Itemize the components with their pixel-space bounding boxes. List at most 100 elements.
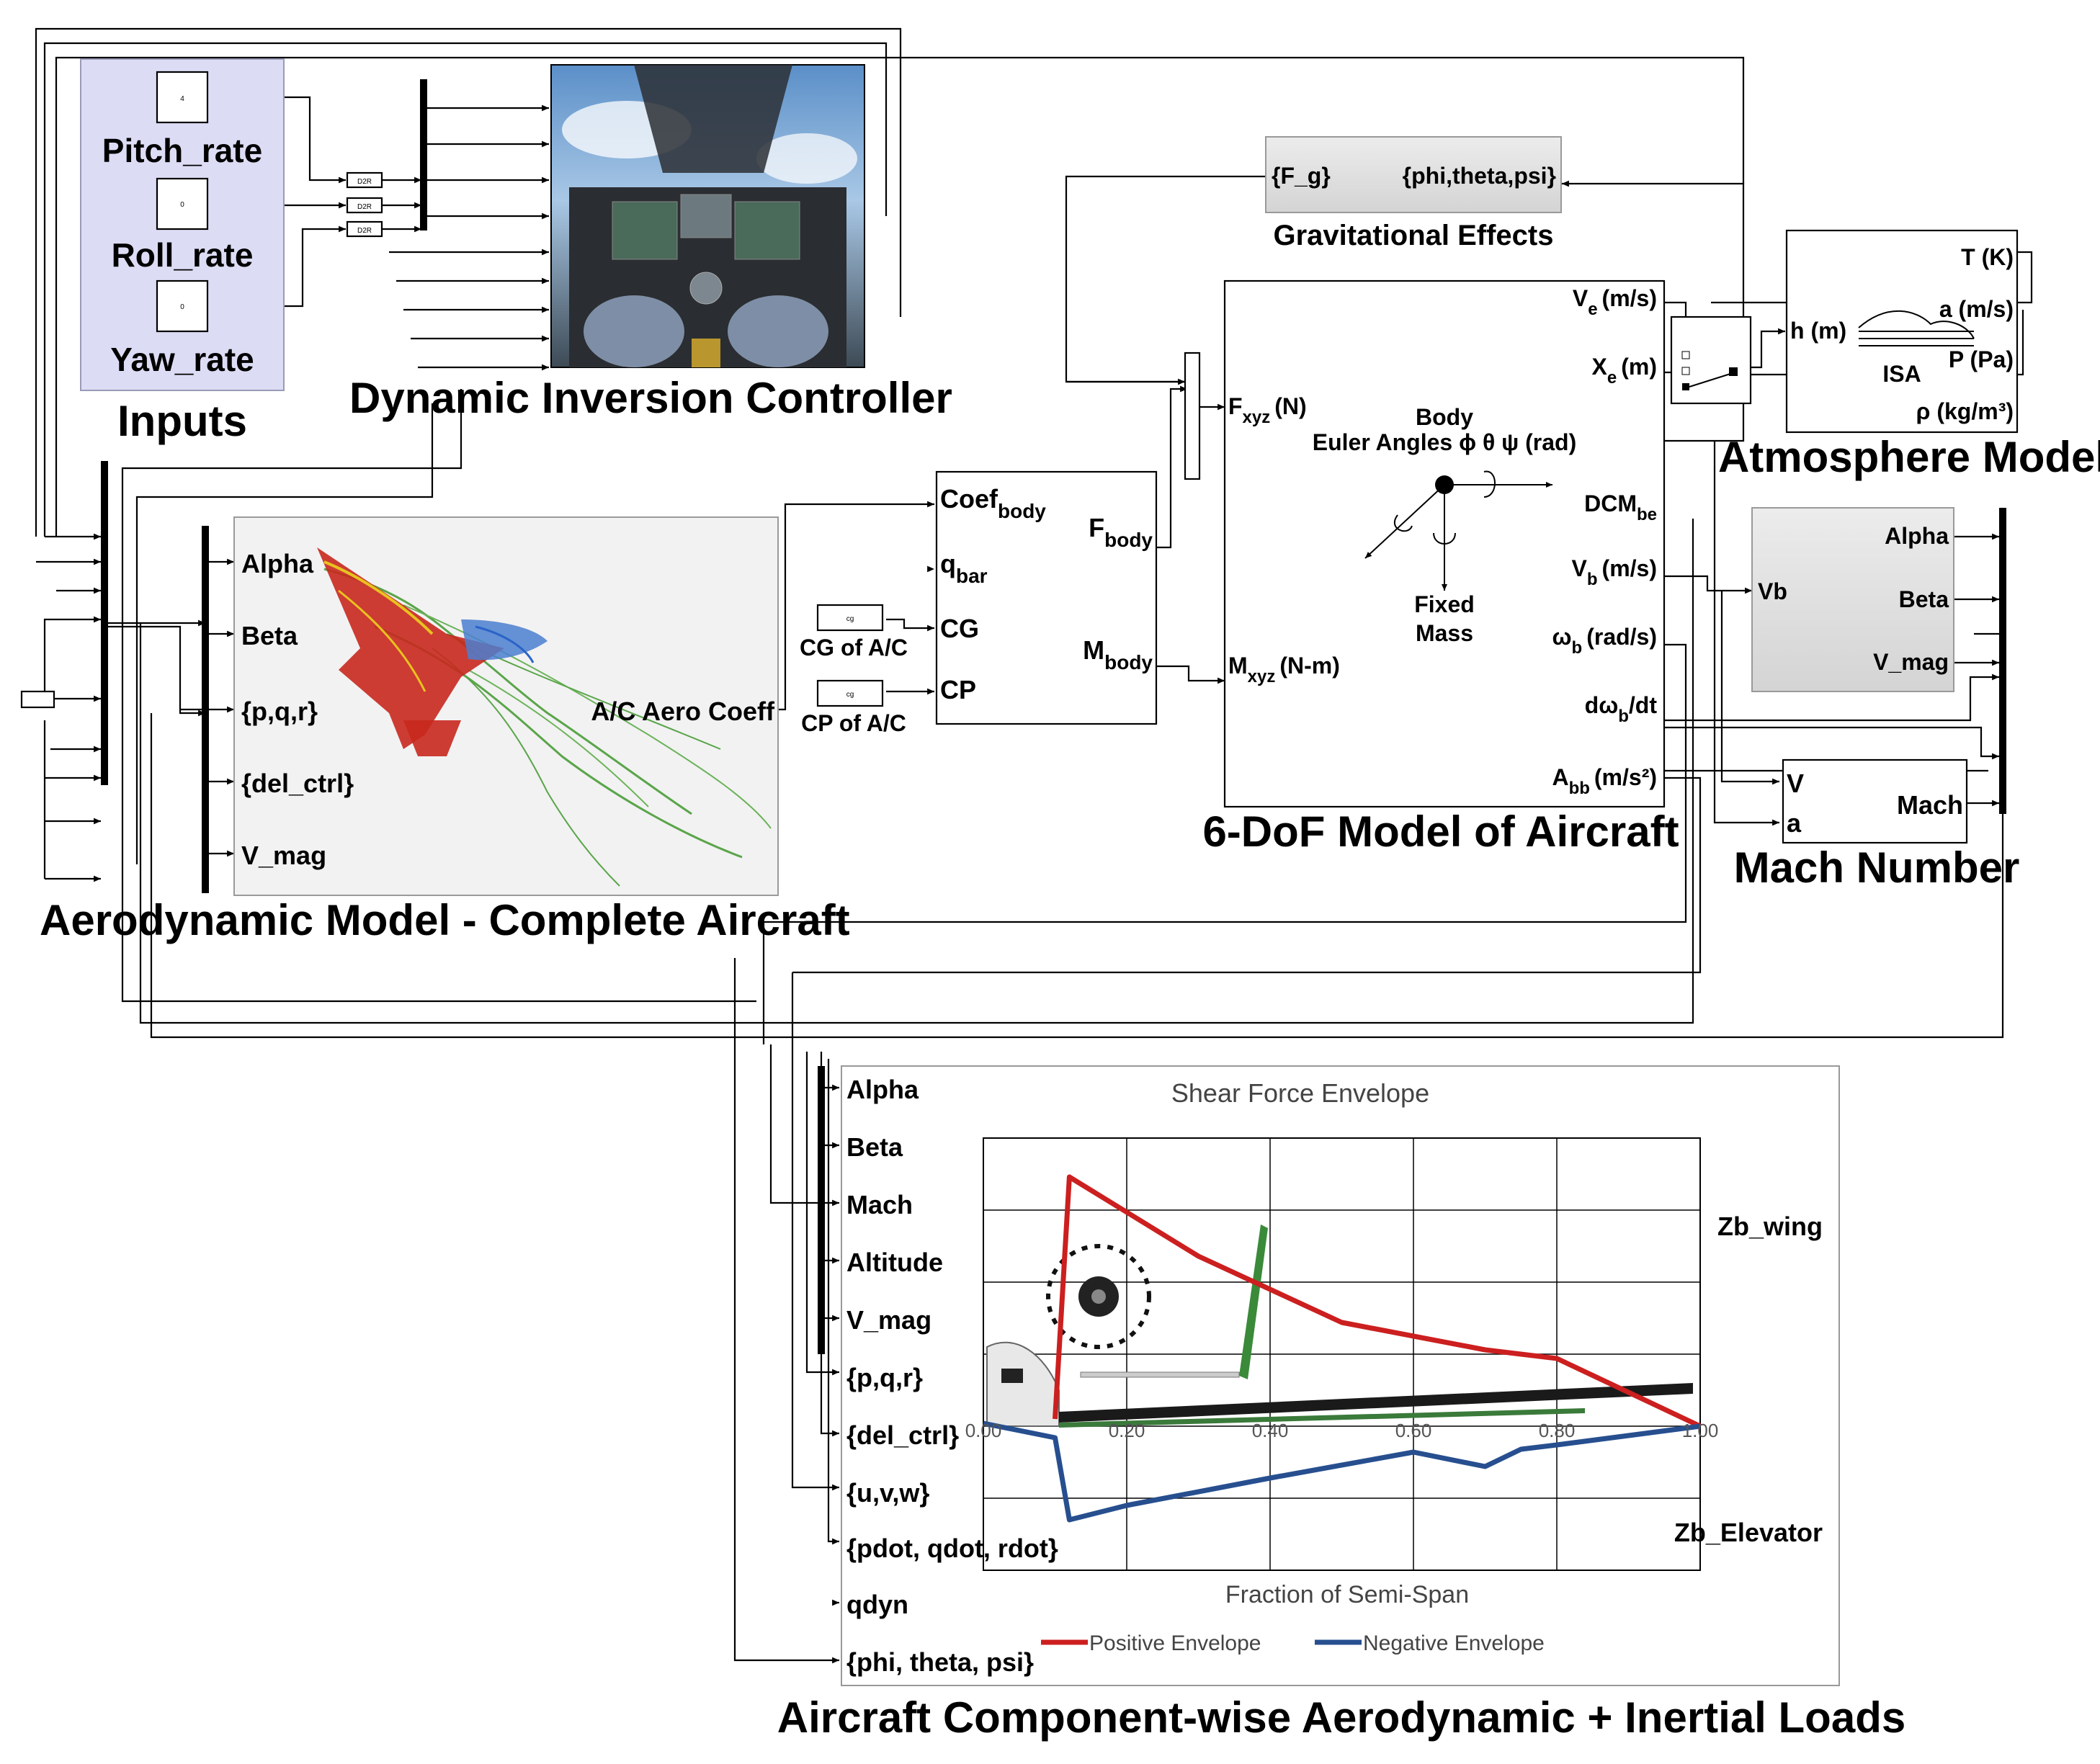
chart-x-tick-label: 0.40 [1252,1420,1289,1441]
loads-port-zb-elevator: Zb_Elevator [1674,1518,1823,1547]
ground-constant[interactable] [20,690,55,709]
chart-x-tick-label: 0.60 [1395,1420,1432,1441]
loads-port-pqr: {p,q,r} [846,1363,923,1392]
chart-x-label: Fraction of Semi-Span [1225,1581,1469,1608]
positive-envelope-line [1053,1174,1702,1429]
d2r-pitch[interactable] [346,171,383,189]
incidence-port-alpha: Alpha [1885,523,1949,549]
mach-port-a: a [1787,808,1802,838]
loads-bus-mux[interactable] [818,1066,825,1354]
chart-series [983,1174,1702,1523]
fixed-mass-label-2: Mass [1416,620,1473,646]
six-dof-euler-label: Euler Angles ϕ θ ψ (rad) [1313,429,1576,455]
legend-label-negative: Negative Envelope [1363,1631,1545,1655]
incidence-port-beta: Beta [1899,586,1949,612]
yaw-rate-value: 0 [180,303,184,311]
body-axes-icon [1364,470,1552,591]
gravity-port-in: {phi,theta,psi} [1403,163,1556,189]
signal-wires [29,27,2033,1664]
mfd-left [612,201,678,260]
pitch-rate-value: 4 [180,95,184,103]
left-bus-mux[interactable] [101,461,108,785]
roll-rate-constant[interactable] [156,177,209,230]
six-dof-model[interactable]: Fxyz(N) Mxyz(N-m) Ve(m/s) Xe(m) DCMbe Vb… [1202,279,1679,856]
incidence-frame[interactable] [1751,507,1954,692]
atmosphere-model[interactable]: h (m) T (K) a (m/s) P (Pa) ρ (kg/m³) ISA… [1670,229,2100,481]
controller-mux[interactable] [420,79,427,230]
dynamic-inversion-controller[interactable]: Dynamic Inversion Controller [349,64,952,422]
pitch-rate-constant[interactable] [156,71,209,124]
cp-constant[interactable] [816,679,884,707]
mach-title: Mach Number [1734,843,2020,892]
gravity-port-out: {F_g} [1272,163,1331,189]
incidence-block[interactable]: Vb Alpha Beta V_mag [1751,507,1954,692]
selector-port-icon [1682,383,1689,390]
isa-icon [1858,310,1975,346]
mach-block[interactable] [1782,758,1968,844]
aero-port-pqr: {p,q,r} [241,697,318,726]
aero-port-del-ctrl: {del_ctrl} [241,769,354,798]
cp-caption: CP of A/C [801,710,906,736]
chart-x-tick-label: 0.00 [965,1420,1002,1441]
port-q-bar: qbar [940,549,988,587]
aero-bus-mux[interactable] [202,526,209,893]
incidence-port-vb: Vb [1758,578,1787,604]
selector-switch-icon [1689,372,1733,388]
isa-label: ISA [1882,361,1921,387]
chart-x-tick-label: 1.00 [1682,1420,1719,1441]
port-omega-b: ωb(rad/s) [1552,624,1658,658]
d2r-yaw-label: D2R [357,227,372,235]
port-f-xyz: Fxyz(N) [1228,393,1307,427]
inputs-subsystem[interactable]: 4 Pitch_rate 0 Roll_rate 0 Yaw_rate Inpu… [80,58,285,445]
gravitational-effects[interactable]: {F_g} {phi,theta,psi} Gravitational Effe… [1265,136,1562,251]
port-xe: Xe(m) [1592,354,1657,388]
loads-port-qdyn: qdyn [846,1590,908,1619]
inputs-title: Inputs [117,397,247,445]
force-sum-block[interactable] [1184,352,1201,480]
loads-port-altitude: Altitude [846,1248,943,1277]
yaw-rate-constant[interactable] [156,279,209,333]
control-stick [692,339,720,367]
loads-subsystem[interactable]: Alpha Beta Mach Altitude V_mag {p,q,r} {… [777,1065,1905,1742]
atmosphere-port-rho: ρ (kg/m³) [1916,398,2014,424]
port-coef-body: Coefbody [940,484,1046,522]
loads-port-rate-derivs: {pdot, qdot, rdot} [846,1534,1058,1563]
selector-port-icon [1729,367,1738,376]
loads-port-v-mag: V_mag [846,1305,931,1335]
aero-model-title: Aerodynamic Model - Complete Aircraft [40,896,850,944]
roll-rate-label: Roll_rate [112,236,254,274]
legend-label-positive: Positive Envelope [1089,1631,1261,1655]
port-ve: Ve(m/s) [1573,285,1657,319]
controller-title: Dynamic Inversion Controller [349,374,952,422]
pilot-knee-left [584,295,684,367]
aerodynamic-model[interactable]: Alpha Beta {p,q,r} {del_ctrl} V_mag A/C … [40,516,850,944]
selector-port-icon [1681,351,1690,359]
six-dof-body-label: Body [1416,404,1473,430]
forces-block-frame[interactable] [935,470,1158,725]
cg-constant[interactable] [816,604,884,632]
d2r-yaw[interactable] [346,220,383,238]
atmosphere-port-p: P (Pa) [1949,346,2014,372]
aero-port-out: A/C Aero Coeff [591,697,775,726]
chart-title: Shear Force Envelope [1171,1078,1429,1108]
loads-port-mach: Mach [846,1190,913,1219]
port-dcm-be: DCMbe [1584,491,1657,524]
mach-port-v: V [1787,769,1804,798]
selector-port-icon [1681,367,1690,375]
chart-grid [983,1137,1701,1571]
chart-legend: Positive Envelope Negative Envelope [1041,1631,1545,1655]
deg-to-rad-converters[interactable]: D2R D2R D2R [346,171,383,238]
incidence-port-v-mag: V_mag [1873,649,1949,675]
chart-x-tick-label: 0.20 [1109,1420,1145,1441]
mach-number[interactable]: V a Mach Mach Number [1734,758,2020,892]
port-vb: Vb(m/s) [1572,555,1657,589]
gravity-block[interactable] [1265,136,1562,213]
loads-port-zb-wing: Zb_wing [1717,1212,1823,1241]
forces-moments-block[interactable]: Coefbody qbar CG CP Fbody Mbody [935,470,1158,725]
port-abb: Abb(m/s²) [1552,764,1657,798]
cg-cp-constants[interactable]: cg CG of A/C cg CP of A/C [800,604,908,736]
d2r-roll[interactable] [346,197,383,214]
mach-port-out: Mach [1897,790,1963,820]
right-bus-mux[interactable] [1999,508,2006,814]
loads-title: Aircraft Component-wise Aerodynamic + In… [777,1693,1905,1742]
